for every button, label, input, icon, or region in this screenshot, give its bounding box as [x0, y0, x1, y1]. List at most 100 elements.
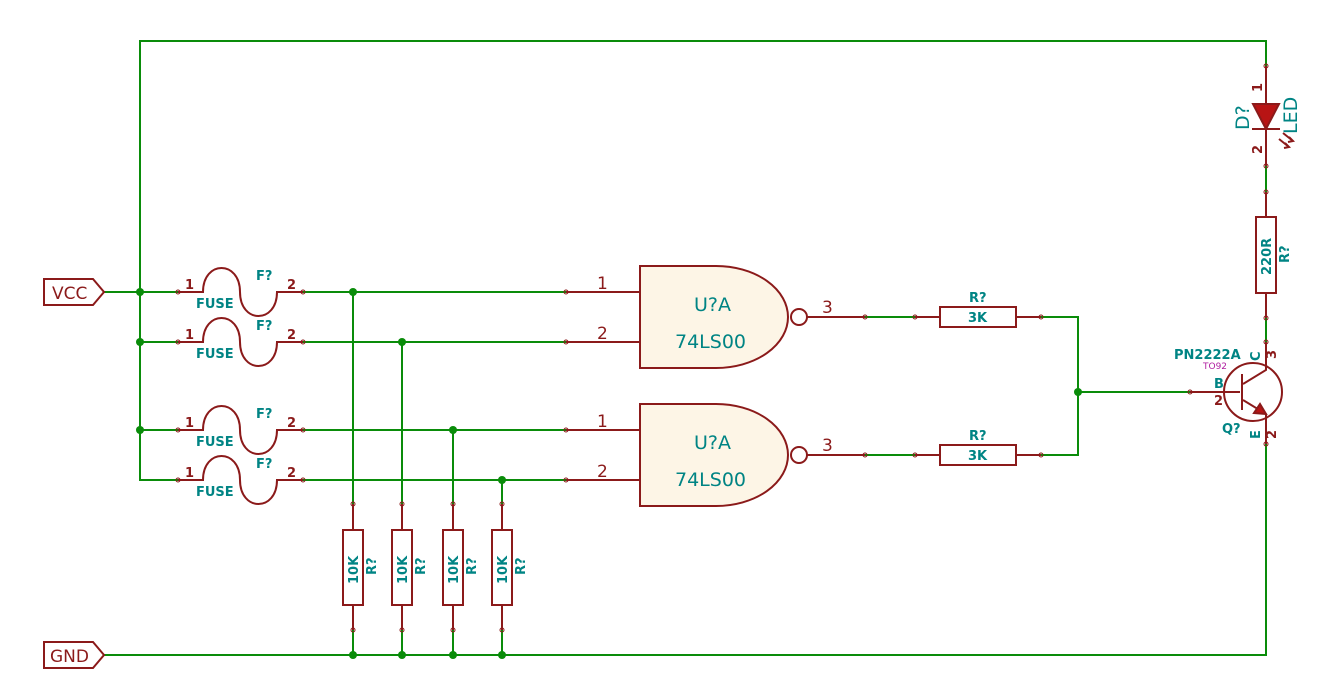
fuse-pin1-label: 1 [185, 278, 194, 293]
pulldown-resistor-2[interactable]: 10K R? [391, 501, 429, 633]
fuse-pin2-label: 2 [287, 466, 296, 481]
resistor-value: 10K [396, 555, 411, 584]
vcc-port-shape [43, 278, 106, 306]
gnd-port-shape [43, 641, 106, 669]
junction [449, 651, 457, 659]
fuse-symbol [178, 267, 303, 317]
resistor-body [491, 529, 513, 606]
fuse-value: FUSE [196, 347, 234, 362]
fuse-ref: F? [256, 269, 272, 284]
nand-gate-2[interactable]: 1 2 3 U?A 74LS00 [563, 403, 868, 507]
resistor-body [442, 529, 464, 606]
gate-ref: U?A [694, 432, 731, 454]
resistor-value: 10K [496, 555, 511, 584]
gate-input-lines [566, 429, 640, 481]
fuse-ref: F? [256, 407, 272, 422]
fuse-pin1-label: 1 [185, 416, 194, 431]
transistor-footprint: TO92 [1202, 362, 1227, 372]
fuse-symbol [178, 405, 303, 455]
gate-out-pin: 3 [822, 298, 833, 318]
emitter-pin-num: 2 [1265, 430, 1280, 439]
nand-body [639, 403, 789, 507]
pulldown-resistor-4[interactable]: 10K R? [491, 501, 529, 633]
fuse-3[interactable]: 1 2 F? FUSE [175, 405, 306, 455]
resistor-body [939, 306, 1017, 328]
wire-vcc-bus [103, 291, 179, 481]
pulldown-resistor-3[interactable]: 10K R? [442, 501, 480, 633]
series-resistor-1[interactable]: R? 3K [912, 291, 1044, 328]
resistor-ref: R? [514, 557, 529, 575]
junction [449, 426, 457, 434]
pulldown-resistor-1[interactable]: 10K R? [342, 501, 380, 633]
series-resistor-2[interactable]: R? 3K [912, 429, 1044, 466]
base-pin-num: 2 [1214, 394, 1223, 409]
inversion-bubble [790, 446, 808, 464]
vcc-port[interactable]: VCC [43, 278, 106, 306]
fuse-4[interactable]: 1 2 F? FUSE [175, 455, 306, 505]
gate-value: 74LS00 [675, 331, 746, 353]
gate-ref: U?A [694, 294, 731, 316]
resistor-ref: R? [365, 557, 380, 575]
wire-gnd-rail [103, 443, 1267, 656]
fuse-pin1-label: 1 [185, 466, 194, 481]
emitter-arrow [1252, 402, 1268, 416]
transistor-value: PN2222A [1174, 348, 1241, 363]
wire-top-rail [139, 40, 1267, 293]
resistor-value: 3K [968, 311, 988, 326]
resistor-value: 220R [1260, 238, 1275, 275]
resistor-body [391, 529, 413, 606]
resistor-value: 10K [447, 555, 462, 584]
junction [136, 288, 144, 296]
gate-in2-pin: 2 [597, 324, 608, 344]
transistor-q1[interactable]: PN2222A TO92 Q? B 2 C 3 E 2 [1174, 339, 1283, 447]
emitter-letter: E [1249, 430, 1264, 439]
led-ref: D? [1232, 105, 1254, 130]
junction [349, 651, 357, 659]
resistor-body [1255, 216, 1277, 294]
gnd-port-label: GND [50, 647, 89, 667]
nand-gate-1[interactable]: 1 2 3 U?A 74LS00 [563, 265, 868, 369]
resistor-ref: R? [969, 429, 987, 444]
resistor-body [342, 529, 364, 606]
base-letter: B [1214, 377, 1224, 392]
gate-in2-pin: 2 [597, 462, 608, 482]
resistor-ref: R? [969, 291, 987, 306]
gnd-port[interactable]: GND [43, 641, 106, 669]
junction [1074, 388, 1082, 396]
junction [498, 476, 506, 484]
fuse-pin1-label: 1 [185, 328, 194, 343]
gate-input-lines [566, 291, 640, 343]
resistor-body [939, 444, 1017, 466]
transistor-collector [1242, 342, 1267, 385]
fuse-pin2-label: 2 [287, 278, 296, 293]
junction [136, 426, 144, 434]
junction [136, 338, 144, 346]
resistor-value: 3K [968, 449, 988, 464]
gate-in1-pin: 1 [597, 412, 608, 432]
led-triangle [1251, 103, 1281, 132]
resistor-ref: R? [1278, 245, 1293, 263]
fuse-value: FUSE [196, 297, 234, 312]
led-emission-arrows [1278, 132, 1296, 149]
fuse-symbol [178, 455, 303, 505]
transistor-ref: Q? [1222, 422, 1241, 437]
fuse-ref: F? [256, 319, 272, 334]
resistor-value: 10K [347, 555, 362, 584]
gate-out-pin: 3 [822, 436, 833, 456]
fuse-pin2-label: 2 [287, 328, 296, 343]
vcc-port-label: VCC [52, 284, 87, 304]
collector-letter: C [1249, 351, 1264, 361]
collector-pin-num: 3 [1265, 350, 1280, 359]
fuse-value: FUSE [196, 485, 234, 500]
fuse-1[interactable]: 1 2 F? FUSE [175, 267, 306, 317]
gate-in1-pin: 1 [597, 274, 608, 294]
led-value: LED [1280, 97, 1302, 134]
fuse-2[interactable]: 1 2 F? FUSE [175, 317, 306, 367]
inversion-bubble [790, 308, 808, 326]
led-resistor[interactable]: 220R R? [1255, 189, 1293, 321]
led-d1[interactable]: 1 2 D? LED [1232, 63, 1302, 169]
led-pin2-label: 2 [1251, 145, 1266, 154]
junction [349, 288, 357, 296]
junction [398, 651, 406, 659]
